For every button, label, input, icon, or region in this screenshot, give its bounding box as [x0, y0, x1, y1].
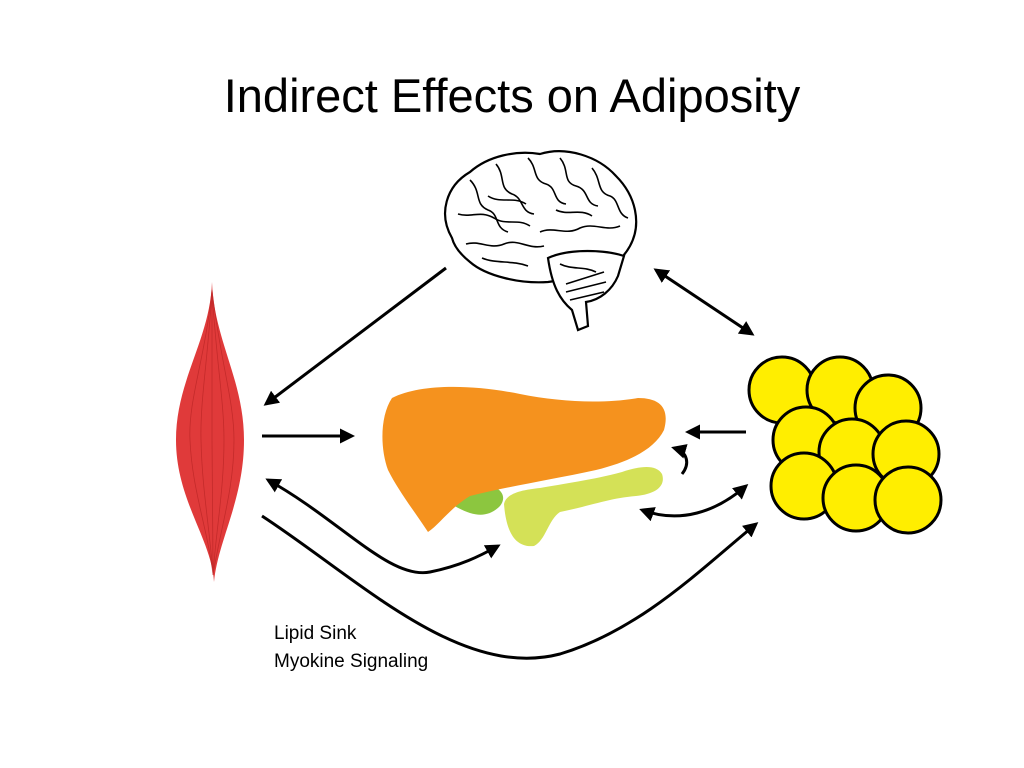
lipid-sink-label: Lipid Sink — [274, 623, 357, 644]
slide-title: Indirect Effects on Adiposity — [223, 69, 801, 122]
arrows — [261, 266, 759, 660]
arrow-muscle-pancreas-bidirectional — [265, 478, 501, 575]
arrow-brain-fat-bidirectional — [653, 268, 755, 336]
brain-icon — [444, 150, 638, 332]
arrow-pancreas-fat-bidirectional — [639, 484, 749, 522]
pancreas-shape — [504, 467, 663, 547]
myokine-signaling-label: Myokine Signaling — [274, 651, 429, 672]
pathway-labels: Lipid Sink Myokine Signaling — [274, 620, 428, 676]
fat-cells-icon — [747, 355, 943, 535]
arrow-muscle-to-fat — [261, 514, 759, 660]
arrow-curl-to-liver — [671, 444, 689, 475]
liver-icon — [382, 386, 666, 547]
muscle-icon — [176, 282, 244, 582]
arrow-brain-to-muscle — [263, 266, 447, 406]
